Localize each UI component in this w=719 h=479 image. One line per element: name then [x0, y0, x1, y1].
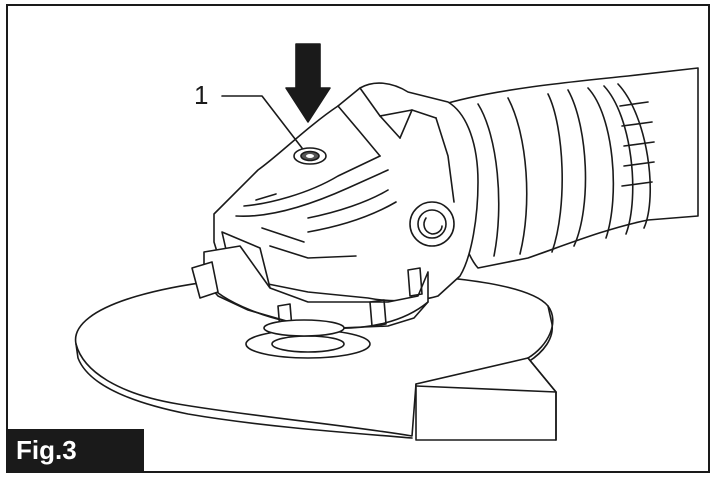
callout-number: 1	[194, 80, 209, 110]
wheel-guard	[74, 272, 557, 441]
callout-leader-line	[221, 95, 303, 149]
figure-frame: 1 Fig.3	[6, 4, 710, 473]
figure-label: Fig.3	[8, 429, 144, 471]
press-arrow	[285, 43, 331, 123]
gear-head	[191, 82, 479, 337]
angle-grinder-illustration	[74, 43, 699, 441]
